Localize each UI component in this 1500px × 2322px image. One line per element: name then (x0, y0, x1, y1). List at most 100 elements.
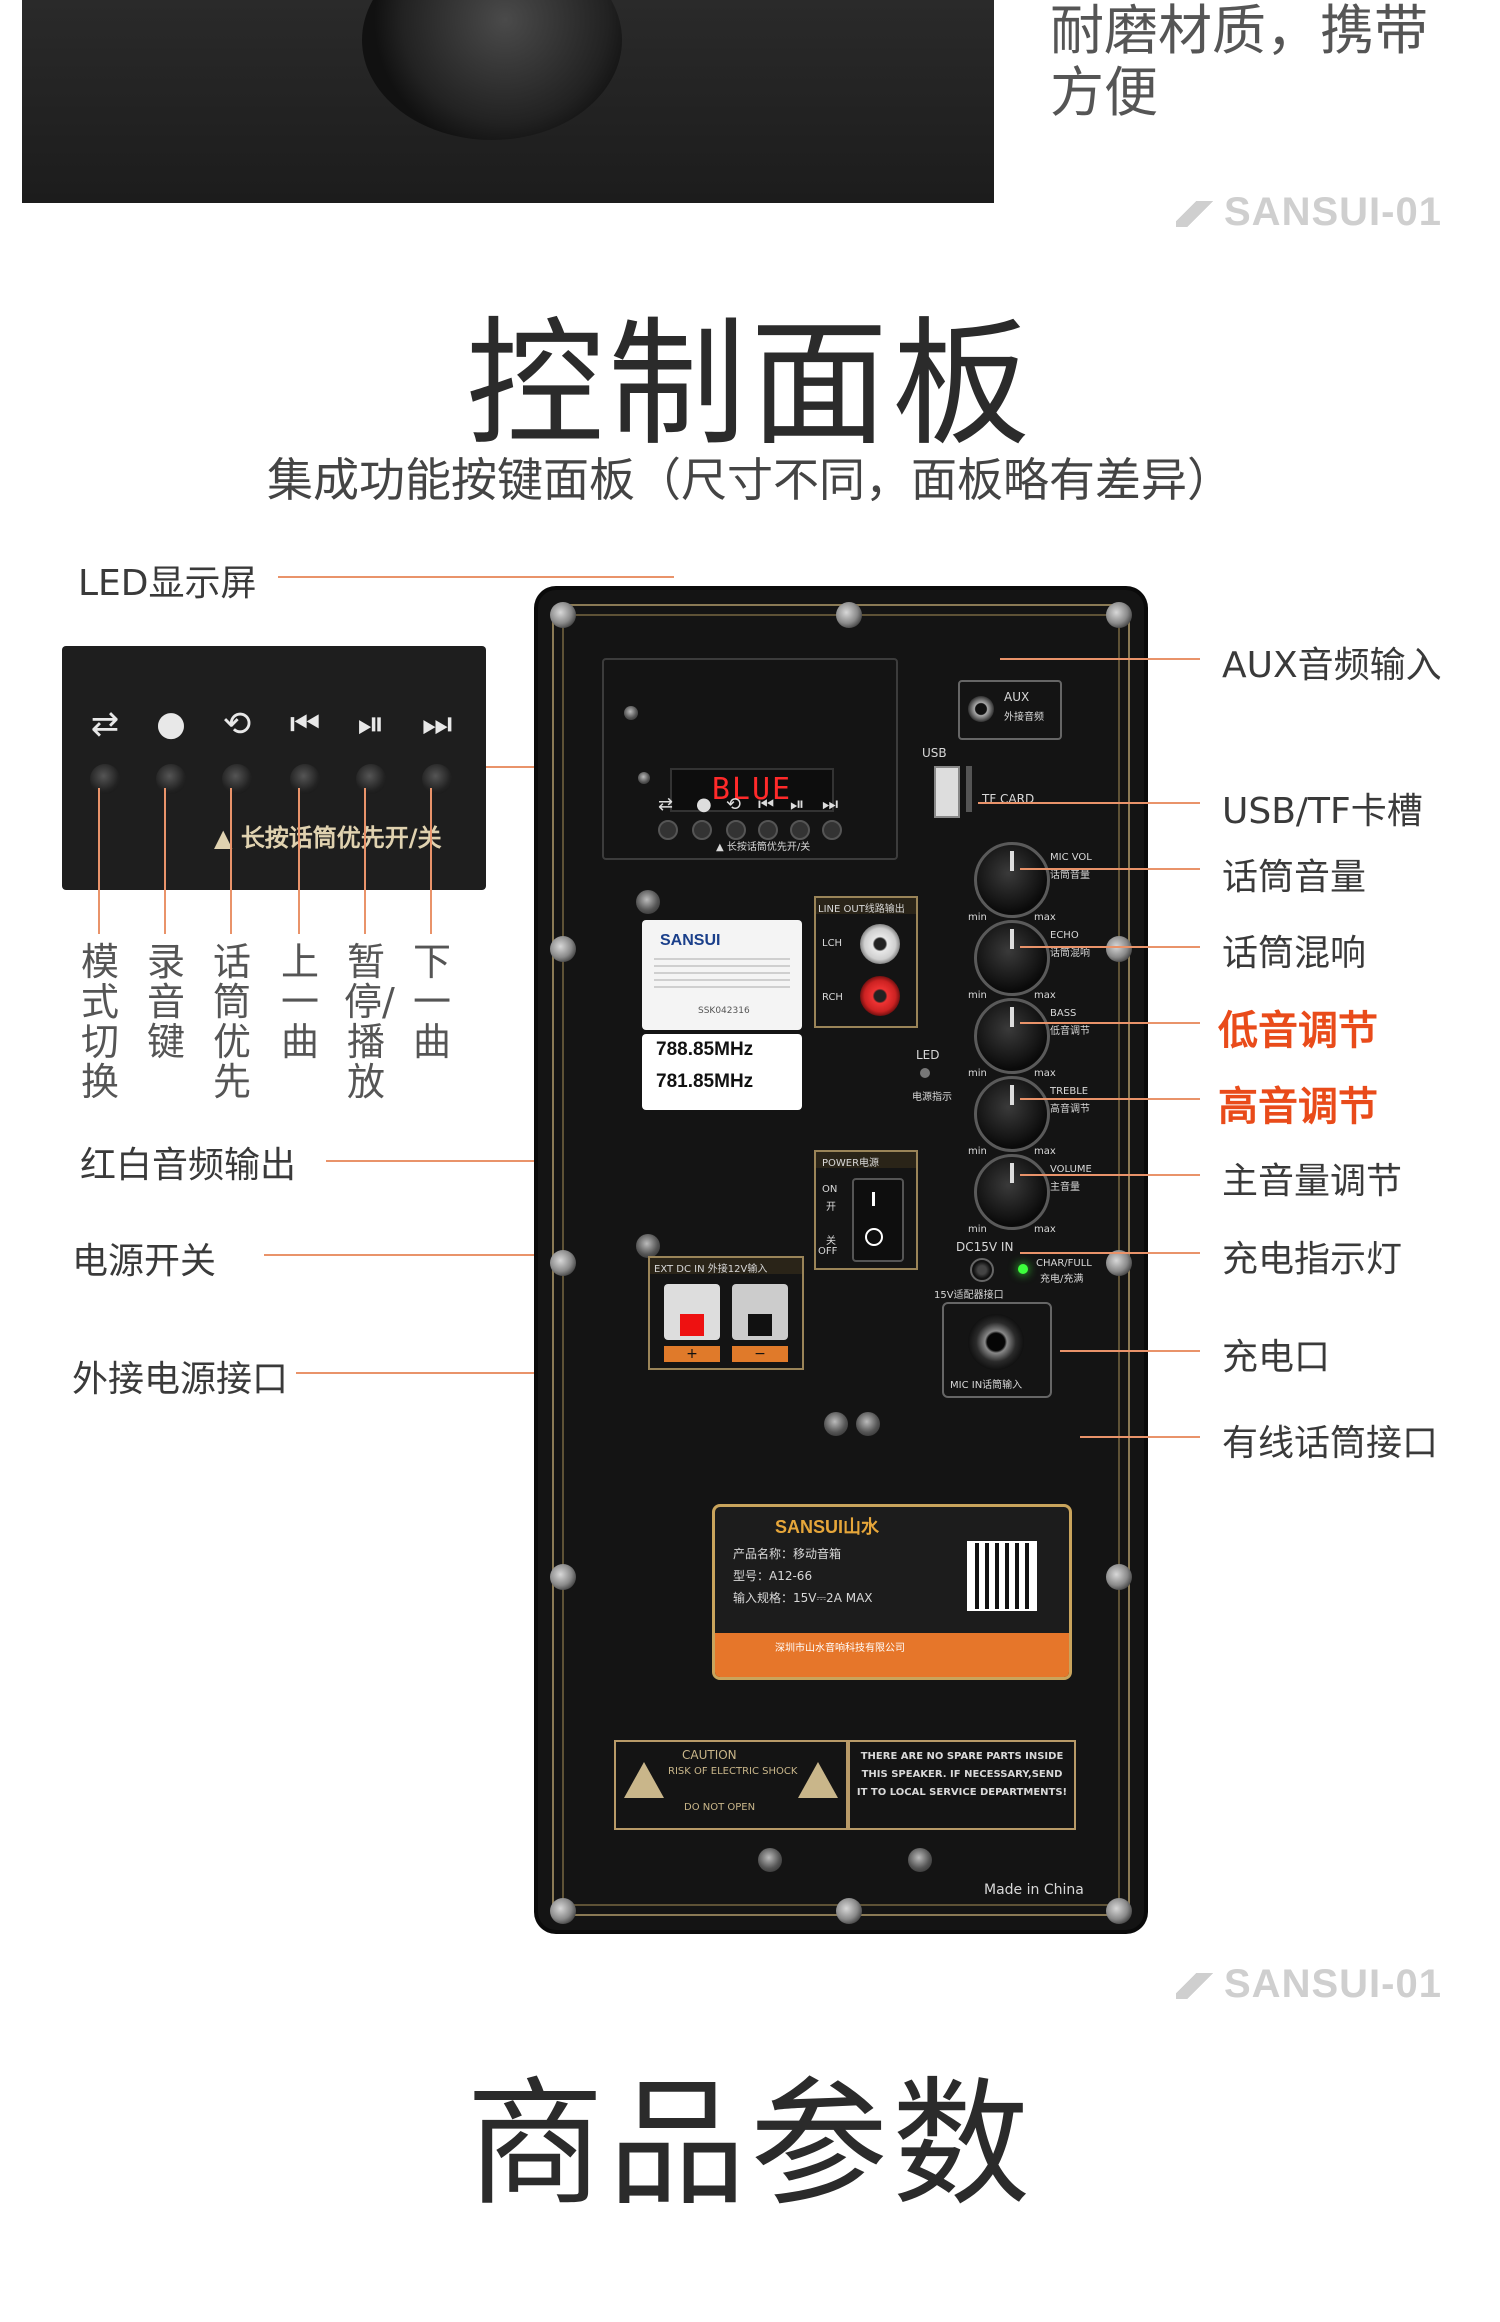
power-header (816, 1152, 916, 1168)
bass-knob[interactable] (974, 998, 1050, 1074)
sticker-fine-print (654, 958, 790, 992)
warning-triangle-icon (798, 1762, 838, 1798)
screw (1106, 936, 1132, 962)
tf-card-slot[interactable] (966, 766, 972, 812)
char-full-cn-text: 充电/充满 (1040, 1274, 1084, 1285)
control-panel-title: 控制面板 (465, 304, 1034, 465)
dc-charge-port[interactable] (970, 1258, 994, 1282)
product-photo-top (22, 0, 994, 203)
master-volume-knob[interactable] (974, 1154, 1050, 1230)
warning-triangle-icon (624, 1762, 664, 1798)
aux-jack[interactable] (968, 696, 994, 722)
power-switch-box: POWER电源 ON 开 关 OFF (814, 1150, 918, 1270)
label-record: 录音键 (146, 940, 185, 1064)
brand-logo-icon (1176, 1973, 1218, 1999)
label-mode-switch: 模式切换 (80, 940, 119, 1104)
switch-on-mark (872, 1192, 875, 1206)
positive-clip (680, 1314, 704, 1336)
minus-sign: − (732, 1346, 788, 1362)
label-bass: 低音调节 (1218, 1008, 1378, 1054)
screw (1106, 1898, 1132, 1924)
treble-text: TREBLE (1050, 1086, 1089, 1097)
play-pause-button (356, 764, 386, 794)
plate-model-text: 型号：A12-66 (733, 1569, 813, 1583)
spare-parts-box: THERE ARE NO SPARE PARTS INSIDE THIS SPE… (848, 1740, 1076, 1830)
record-button (156, 764, 186, 794)
switch-off-mark (865, 1228, 883, 1246)
power-rocker-switch[interactable] (852, 1178, 904, 1262)
panel-play-pause-button[interactable] (790, 820, 810, 840)
bass-text: BASS (1050, 1008, 1077, 1019)
rca-left-jack[interactable] (860, 924, 900, 964)
play-pause-icon: ⏯ (357, 704, 385, 744)
aux-port-plate: AUX 外接音频 (958, 680, 1062, 740)
led-text: LED (916, 1048, 940, 1062)
usb-port[interactable] (934, 766, 960, 818)
record-icon: ● (696, 794, 712, 815)
product-sticker: SANSUI SSK042316 (642, 920, 802, 1030)
screw (1106, 1250, 1132, 1276)
callout-line-bass (1020, 1022, 1200, 1024)
echo-knob[interactable] (974, 920, 1050, 996)
mic-vol-text: MIC VOL (1050, 852, 1092, 863)
mic-vol-cn-text: 话筒音量 (1050, 870, 1090, 881)
plus-sign: + (664, 1346, 720, 1362)
echo-text: ECHO (1050, 930, 1079, 941)
callout-line-mic-volume (1020, 868, 1200, 870)
screw (550, 936, 576, 962)
screw (550, 1898, 576, 1924)
display-caption: ▲ 长按话筒优先开/关 (716, 842, 811, 853)
previous-track-icon: ⏮ (289, 704, 321, 744)
ext-dc-positive-terminal[interactable] (664, 1284, 720, 1340)
screw (758, 1848, 782, 1872)
panel-next-button[interactable] (822, 820, 842, 840)
callout-line-usb (978, 802, 1200, 804)
plate-input-text: 输入规格：15V⎓2A MAX (733, 1591, 873, 1605)
callout-line-treble (1020, 1098, 1200, 1100)
panel-record-button[interactable] (692, 820, 712, 840)
ext-dc-text: EXT DC IN 外接12V输入 (654, 1264, 768, 1275)
screw (550, 1564, 576, 1590)
char-full-text: CHAR/FULL (1036, 1258, 1092, 1269)
control-panel-image: BLUE ⇄ ● ⟲ ⏮ ⏯ ⏭ ▲ 长按话筒优先开/关 AUX 外接音频 US… (538, 590, 1144, 1930)
max-text: max (1034, 990, 1056, 1001)
label-mic-volume: 话筒音量 (1222, 857, 1367, 898)
callout-line-ext-power (296, 1372, 712, 1374)
callout-line-wired-mic (1080, 1436, 1200, 1438)
callout-vline-5 (364, 788, 366, 934)
panel-mic-priority-button[interactable] (726, 820, 746, 840)
callout-line-aux (1000, 658, 1200, 660)
ir-sensor (638, 772, 650, 784)
brand-logo-icon (1176, 201, 1218, 227)
mic-volume-knob[interactable] (974, 842, 1050, 918)
mic-in-jack[interactable] (968, 1314, 1024, 1370)
ext-dc-negative-terminal[interactable] (732, 1284, 788, 1340)
screw (636, 1234, 660, 1258)
top-description: 耐磨材质，携带 方便 (1050, 0, 1428, 124)
wheel-image (362, 0, 622, 140)
previous-track-button (290, 764, 320, 794)
label-aux-input: AUX音频输入 (1222, 645, 1442, 686)
callout-vline-4 (298, 788, 300, 934)
label-mic-priority: 话筒优先 (212, 940, 251, 1104)
label-treble: 高音调节 (1218, 1084, 1378, 1130)
caution-box: CAUTION RISK OF ELECTRIC SHOCK DO NOT OP… (614, 1740, 848, 1830)
aux-sub-text: 外接音频 (1004, 712, 1044, 723)
screw (636, 890, 660, 914)
treble-knob[interactable] (974, 1076, 1050, 1152)
label-ext-power: 外接电源接口 (72, 1359, 289, 1400)
mic-in-plate: MIC IN话筒输入 (942, 1302, 1052, 1398)
rch-text: RCH (822, 992, 843, 1003)
mode-switch-icon: ⇄ (658, 794, 674, 815)
screw (856, 1412, 880, 1436)
mic-priority-icon: ⟲ (726, 794, 742, 815)
callout-vline-1 (98, 788, 100, 934)
panel-mode-button[interactable] (658, 820, 678, 840)
rca-right-jack[interactable] (860, 976, 900, 1016)
screw (824, 1412, 848, 1436)
off-cn-text: 关 (826, 1236, 836, 1247)
panel-previous-button[interactable] (758, 820, 778, 840)
callout-line-echo (1020, 946, 1200, 948)
record-icon: ● (156, 704, 186, 744)
caution-sub-text: RISK OF ELECTRIC SHOCK (668, 1766, 798, 1777)
